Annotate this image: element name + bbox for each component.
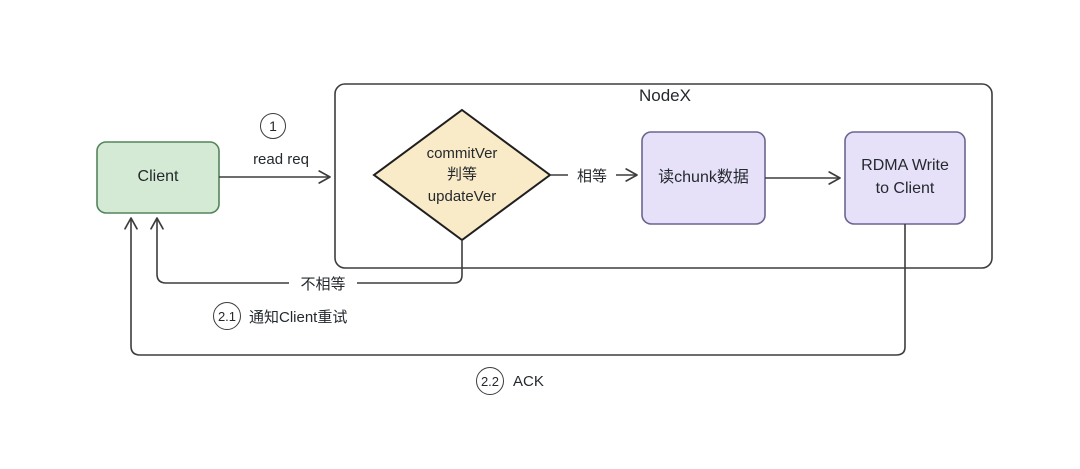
edge-label-equal: 相等 xyxy=(568,164,616,186)
edge-ack-path xyxy=(124,217,906,356)
edge-label-ack: ACK xyxy=(511,368,546,394)
step-marker-1: 1 xyxy=(260,113,286,139)
step-marker-22: 2.2 xyxy=(476,367,504,395)
edge-label-read-req: read req xyxy=(234,148,328,170)
edge-label-notify-retry: 通知Client重试 xyxy=(247,303,350,329)
edge-label-not-equal: 不相等 xyxy=(289,272,357,294)
nodex-container-label: NodeX xyxy=(639,86,691,105)
client-node-shape[interactable] xyxy=(96,141,220,214)
read-chunk-node-shape[interactable] xyxy=(641,131,766,225)
step-marker-21: 2.1 xyxy=(213,302,241,330)
rdma-write-node-shape[interactable] xyxy=(844,131,966,225)
